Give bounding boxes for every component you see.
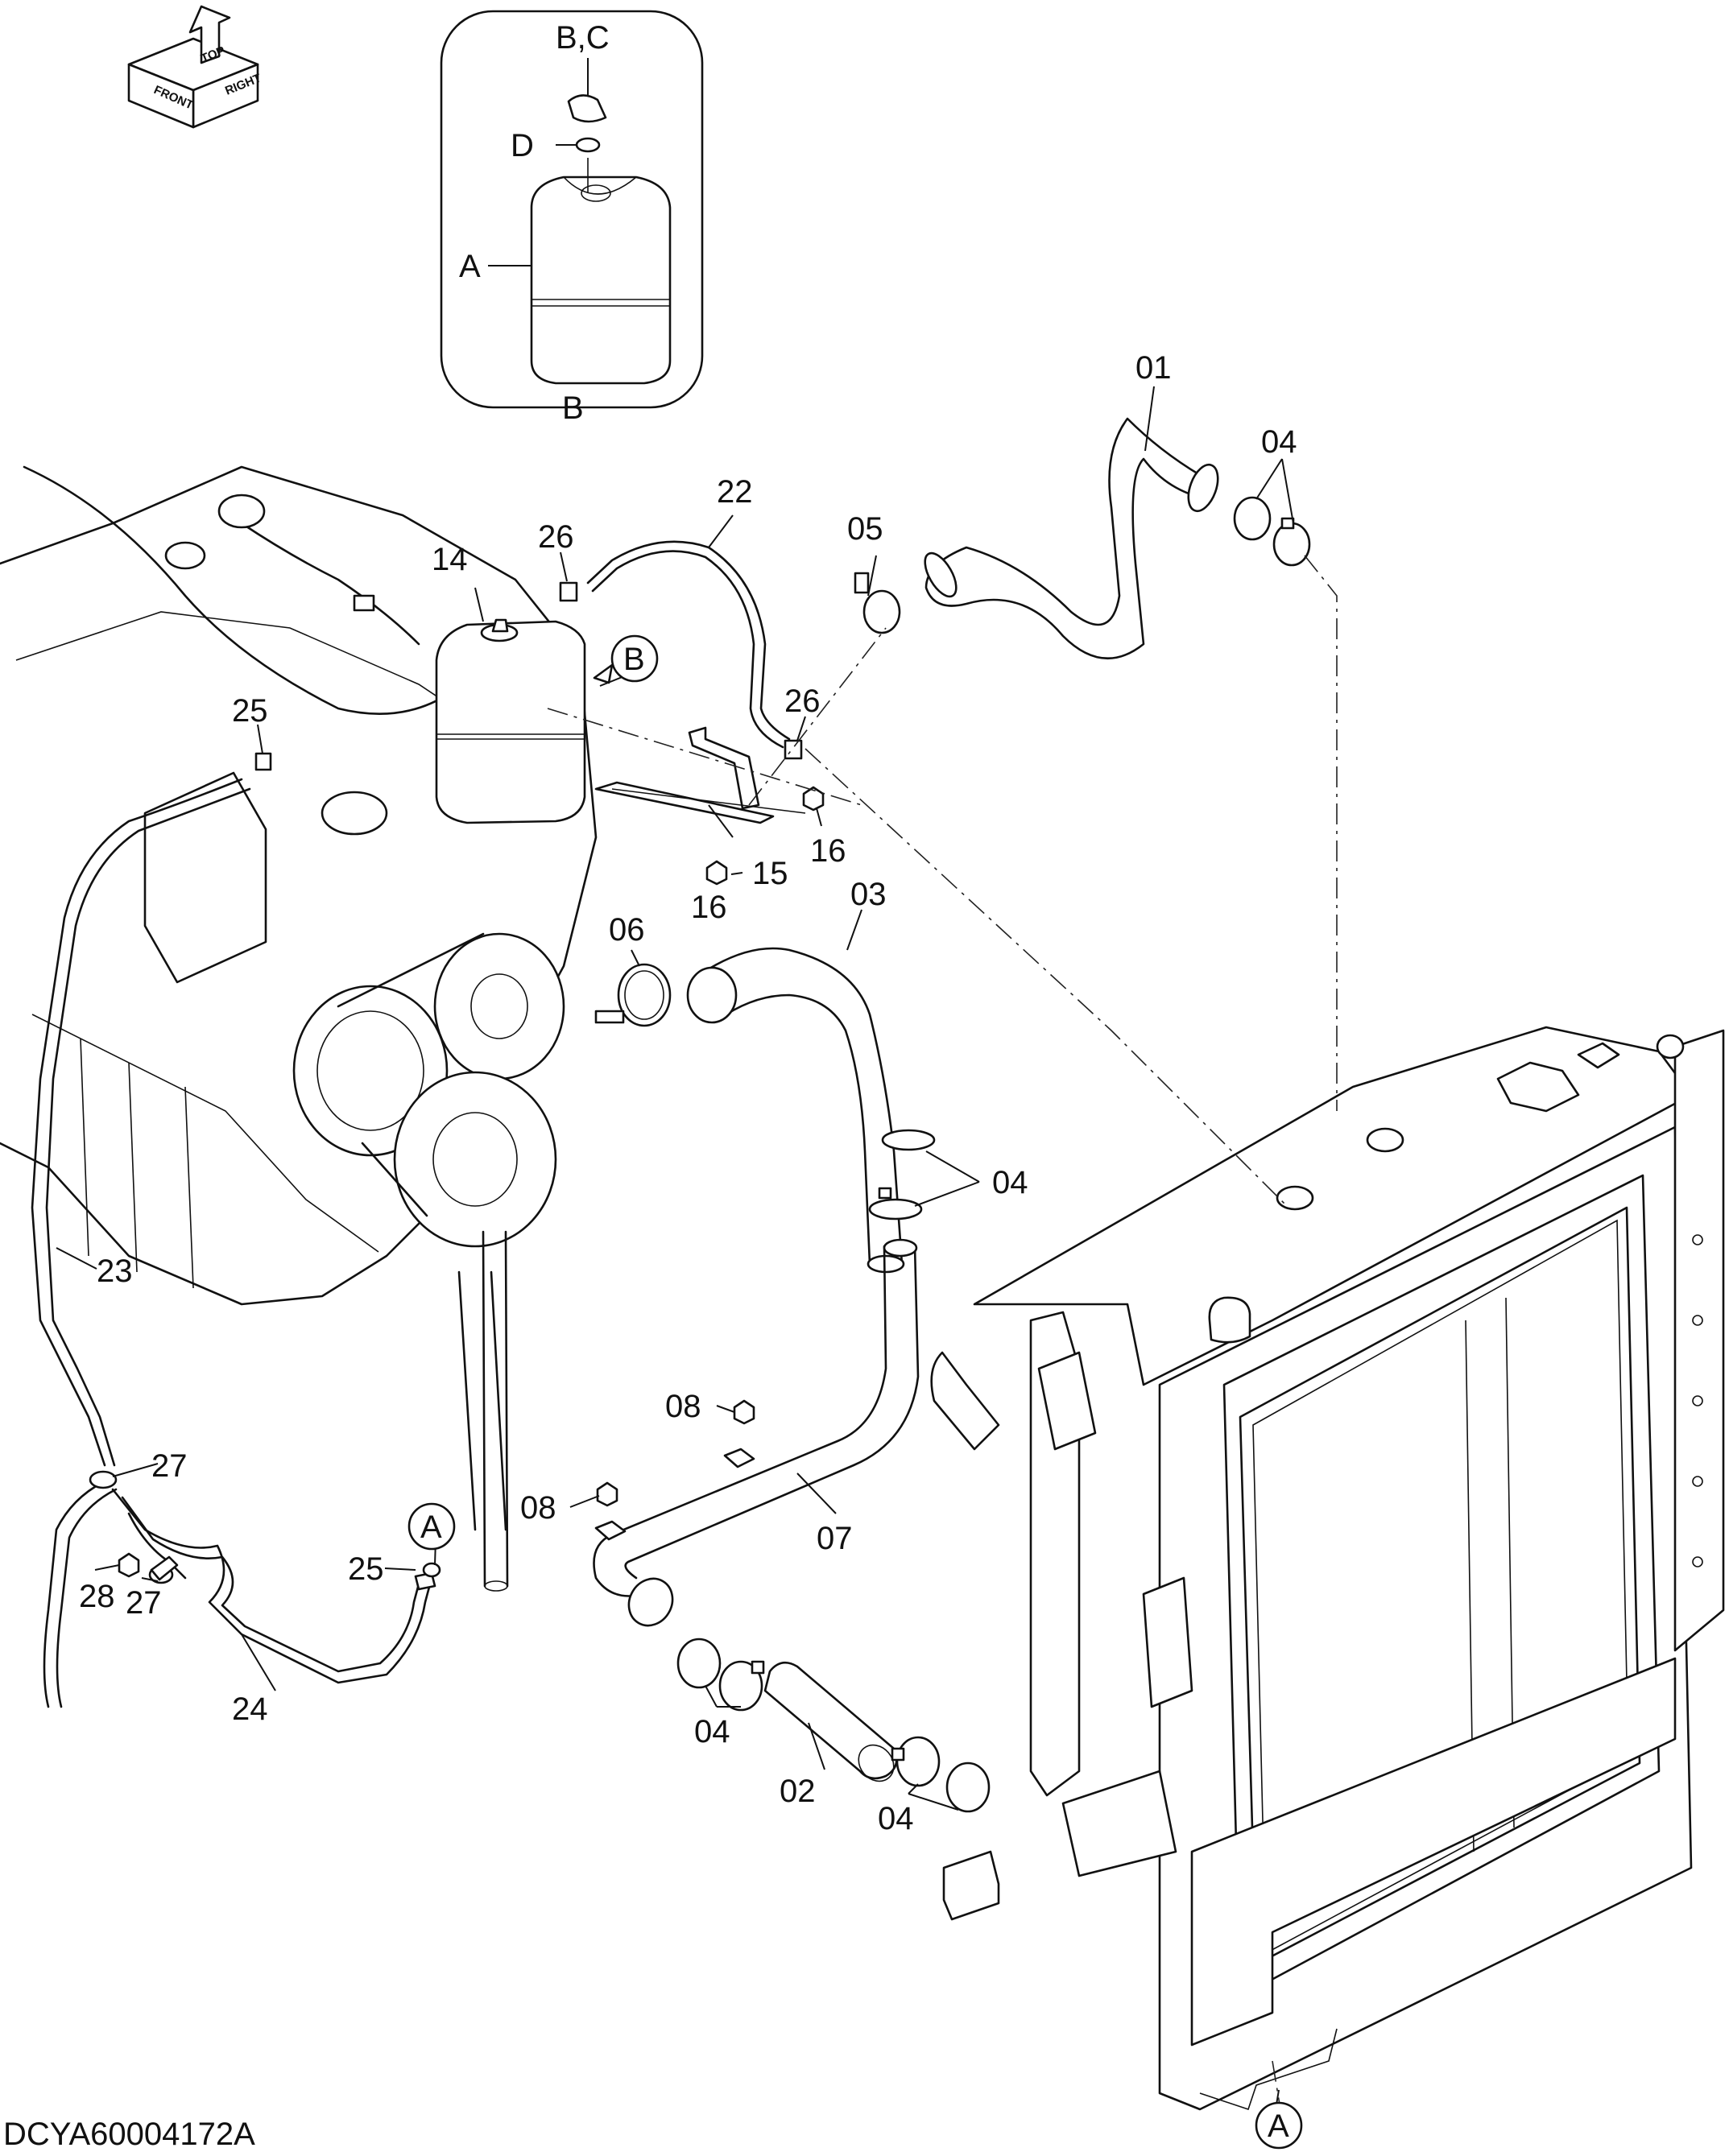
callout-14: 14 [432,542,468,577]
small-bracket [942,1850,1000,1921]
callout-26-a: 26 [538,519,574,555]
detail-label-bc: B,C [556,20,610,56]
bracket-15 [594,726,806,824]
radiator-assembly [930,1026,1725,2111]
center-lines [547,555,1338,2110]
callout-15: 15 [752,856,788,891]
callout-05: 05 [847,511,883,547]
hose-02 [763,1661,898,1782]
callout-04-lower-left: 04 [694,1714,730,1749]
leader-lines [56,386,1294,2110]
clip-26-a [559,581,578,602]
callout-06: 06 [609,912,645,948]
callout-08-b: 08 [520,1490,556,1526]
callout-04-top: 04 [1261,424,1297,460]
clip-25-lower [422,1562,441,1578]
hose-clamp-04-lower-left [676,1638,765,1712]
callout-04-lower: 04 [878,1801,914,1836]
bolt-28 [118,1552,140,1578]
hose-clamp-06 [594,963,672,1027]
detail-label-a: A [459,249,481,284]
callout-03: 03 [850,877,887,912]
callout-27-lower: 27 [126,1585,162,1621]
orientation-compass: FRONT TOP RIGHT [127,5,263,129]
callout-04-middle: 04 [992,1165,1028,1200]
callout-16-a: 16 [691,890,727,925]
callout-01: 01 [1135,350,1172,386]
callout-26-b: 26 [784,684,821,719]
hose-03 [686,947,905,1274]
callout-28: 28 [79,1579,115,1614]
reference-markers: B A A [407,634,1303,2150]
clamp-27-upper [89,1470,118,1489]
detail-label-d: D [511,128,534,163]
callout-16-b: 16 [810,833,846,869]
hose-clamp-04-top [1233,496,1311,567]
clamp-27-lower [148,1555,179,1584]
bolt-08-b [596,1481,618,1507]
clip-26-b [784,739,803,760]
hose-clamp-04-lower [891,1736,991,1813]
radiator-mount-holes [1692,1234,1703,1567]
overflow-hose-22 [586,540,791,749]
engine-assembly [0,465,598,1592]
bolt-16-b [802,786,825,812]
callout-08-a: 08 [665,1389,701,1424]
clip-25-upper [254,752,272,771]
callout-22: 22 [717,474,753,510]
callout-25-lower: 25 [348,1551,384,1587]
hose-01 [924,417,1219,660]
ref-a-marker-bottom: A [1268,2109,1289,2144]
pipe-07 [593,1238,920,1627]
callout-23: 23 [97,1254,133,1289]
callout-25-upper: 25 [232,693,268,729]
detail-label-b: B [562,390,584,426]
hose-clamp-05 [854,572,901,634]
bolt-08-a [733,1399,755,1425]
ref-b-marker: B [623,642,645,677]
hose-clamp-04-middle [868,1129,936,1220]
drain-hose-23 [31,778,251,1467]
bolt-16-a [705,860,728,886]
drain-hose-24 [43,1480,436,1708]
ref-a-marker-top: A [420,1510,442,1545]
callout-02: 02 [780,1774,816,1809]
reserve-tank-14 [435,618,586,824]
detail-view-b: B,C D A B [440,10,704,426]
callout-27-upper: 27 [151,1448,188,1484]
document-id: DCYA60004172A [3,2117,255,2152]
callout-24: 24 [232,1691,268,1727]
callout-07: 07 [817,1521,853,1556]
callouts: 01 02 03 04 04 04 04 05 06 07 08 08 14 1… [79,350,1297,1836]
